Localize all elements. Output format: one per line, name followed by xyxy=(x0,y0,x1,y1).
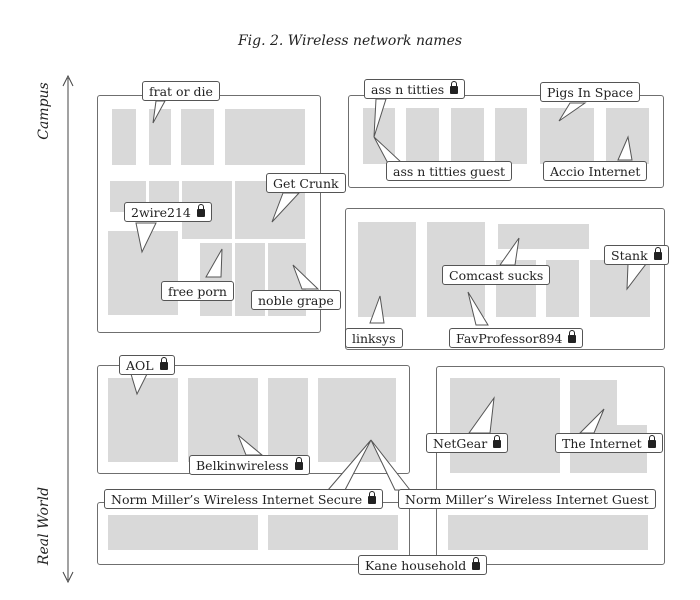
pointer-norm-miller-guest xyxy=(370,439,412,491)
pointer-get-crunk xyxy=(271,192,301,223)
building xyxy=(448,515,648,550)
network-label-linksys: linksys xyxy=(345,328,403,348)
lock-icon xyxy=(568,330,577,344)
pointer-noble-grape xyxy=(292,264,320,290)
building xyxy=(112,109,136,165)
network-label-free-porn: free porn xyxy=(161,281,234,301)
network-label-noble-grape: noble grape xyxy=(251,290,341,310)
lock-icon xyxy=(450,81,459,95)
building xyxy=(108,378,178,462)
building xyxy=(268,515,398,550)
pointer-pigs-in-space xyxy=(558,102,587,122)
network-label-favprofessor894: FavProfessor894 xyxy=(449,328,584,348)
building xyxy=(149,109,171,165)
network-label-norm-miller-secure: Norm Miller’s Wireless Internet Secure xyxy=(104,489,384,509)
building xyxy=(225,109,305,165)
network-label-stank: Stank xyxy=(604,245,669,265)
pointer-linksys xyxy=(369,295,385,324)
building xyxy=(181,109,214,165)
network-label-kane-household: Kane household xyxy=(358,555,488,575)
building xyxy=(268,378,308,462)
building xyxy=(450,378,560,473)
lock-icon xyxy=(368,491,377,505)
building xyxy=(406,108,439,164)
lock-icon xyxy=(196,204,205,218)
pointer-norm-miller-secure xyxy=(326,439,372,491)
axis-arrow-head-top xyxy=(62,74,74,87)
axis-arrow-head-bottom xyxy=(62,571,74,584)
pointer-accio-internet xyxy=(617,135,633,161)
pointer-comcast-sucks xyxy=(499,237,520,266)
network-label-ass-n-titties: ass n titties xyxy=(364,79,466,99)
pointer-ass-n-titties xyxy=(373,98,387,138)
network-label-ass-n-titties-guest: ass n titties guest xyxy=(386,161,513,181)
building xyxy=(498,224,589,249)
pointer-2wire214 xyxy=(135,222,157,254)
network-label-frat-or-die: frat or die xyxy=(142,81,220,101)
pointer-favprofessor894 xyxy=(467,291,489,326)
pointer-the-internet xyxy=(578,408,605,434)
network-label-norm-miller-guest: Norm Miller’s Wireless Internet Guest xyxy=(398,489,656,509)
building xyxy=(495,108,527,164)
pointer-belkinwireless xyxy=(237,434,264,456)
building xyxy=(318,378,396,462)
building xyxy=(546,260,579,317)
pointer-frat-or-die xyxy=(152,100,166,124)
network-label-aol: AOL xyxy=(119,355,175,375)
network-label-netgear: NetGear xyxy=(426,433,509,453)
network-label-2wire214: 2wire214 xyxy=(124,202,212,222)
network-label-pigs-in-space: Pigs In Space xyxy=(540,82,641,102)
network-label-get-crunk: Get Crunk xyxy=(266,173,346,193)
network-label-the-internet: The Internet xyxy=(555,433,663,453)
pointer-aol xyxy=(130,373,148,396)
lock-icon xyxy=(159,357,168,371)
lock-icon xyxy=(653,247,662,261)
network-label-accio-internet: Accio Internet xyxy=(543,161,648,181)
pointer-free-porn xyxy=(205,248,223,278)
lock-icon xyxy=(294,457,303,471)
network-label-belkinwireless: Belkinwireless xyxy=(189,455,310,475)
building xyxy=(540,108,594,164)
pointer-stank xyxy=(626,263,648,291)
network-label-comcast-sucks: Comcast sucks xyxy=(442,265,551,285)
lock-icon xyxy=(493,435,502,449)
building xyxy=(200,243,232,316)
pointer-netgear xyxy=(468,396,495,434)
lock-icon xyxy=(647,435,656,449)
building xyxy=(451,108,484,164)
building xyxy=(358,222,416,317)
figure-title: Fig. 2. Wireless network names xyxy=(237,33,463,49)
building xyxy=(108,515,258,550)
lock-icon xyxy=(472,557,481,571)
